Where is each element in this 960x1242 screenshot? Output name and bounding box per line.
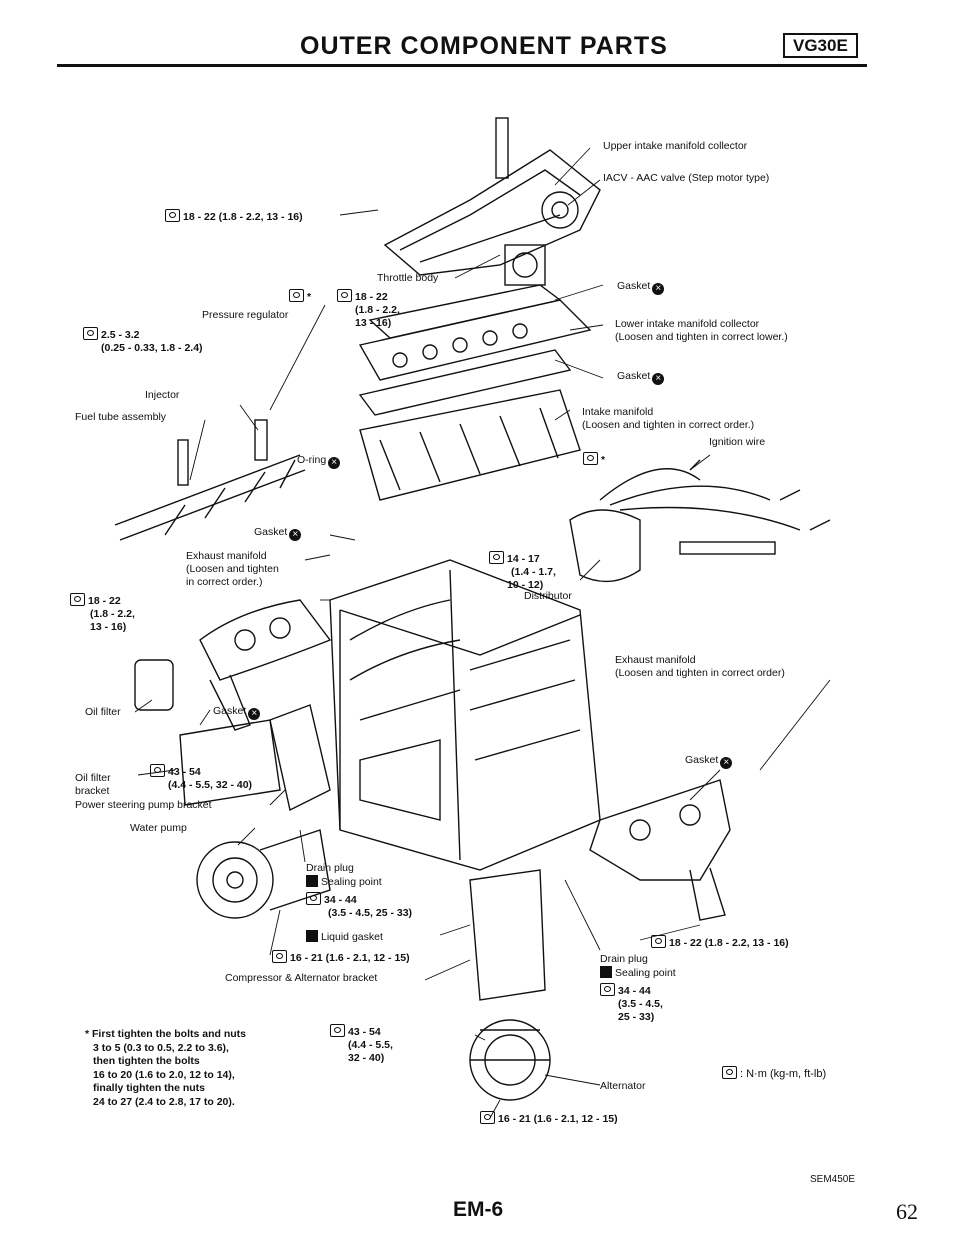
label-gasket-lower: Gasket× bbox=[617, 370, 665, 385]
torque-wrench-icon bbox=[600, 983, 615, 996]
torque-wrench-icon bbox=[165, 209, 180, 222]
page-title: OUTER COMPONENT PARTS bbox=[300, 32, 668, 60]
label-torque-throttle: 18 - 22 (1.8 - 2.2, 13 - 16) bbox=[337, 289, 400, 330]
label-torque-upper: 18 - 22 (1.8 - 2.2, 13 - 16) bbox=[165, 209, 303, 224]
torque-wrench-icon bbox=[306, 892, 321, 905]
label-lower-collector: Lower intake manifold collector (Loosen … bbox=[615, 318, 788, 343]
figure-code: SEM450E bbox=[810, 1174, 856, 1185]
sealing-point-icon bbox=[600, 966, 612, 978]
label-gasket-exhaust-right: Gasket× bbox=[685, 754, 733, 769]
label-gasket-oil: Gasket× bbox=[213, 705, 261, 720]
header-rule bbox=[57, 64, 867, 67]
label-ignition-wire: Ignition wire bbox=[709, 436, 766, 448]
sealing-point-icon bbox=[306, 875, 318, 887]
liquid-gasket-icon bbox=[306, 930, 318, 942]
replace-part-icon: × bbox=[720, 757, 733, 769]
label-injector: Injector bbox=[145, 389, 180, 401]
label-compressor-bracket: Compressor & Alternator bracket bbox=[225, 972, 378, 984]
label-drain-plug: Drain plug Sealing point bbox=[306, 862, 382, 888]
replace-part-icon: × bbox=[248, 708, 261, 720]
tightening-note: * First tighten the bolts and nuts 3 to … bbox=[85, 1028, 246, 1108]
label-exhaust-right: Exhaust manifold (Loosen and tighten in … bbox=[615, 654, 785, 679]
label-torque-alternator: 43 - 54 (4.4 - 5.5, 32 - 40) bbox=[330, 1024, 393, 1065]
label-gasket-exhaust: Gasket× bbox=[254, 526, 302, 541]
label-star-torque: * bbox=[289, 289, 311, 304]
label-o-ring: O-ring× bbox=[297, 454, 341, 469]
label-torque-distributor: 14 - 17 (1.4 - 1.7, 10 - 12) bbox=[489, 551, 556, 592]
torque-wrench-icon bbox=[722, 1066, 737, 1079]
units-legend: : N·m (kg-m, ft-lb) bbox=[722, 1066, 826, 1080]
replace-part-icon: × bbox=[289, 529, 302, 541]
label-oil-filter: Oil filter bbox=[85, 706, 121, 718]
torque-wrench-icon bbox=[330, 1024, 345, 1037]
label-fuel-tube: Fuel tube assembly bbox=[75, 411, 167, 423]
label-pressure-regulator: Pressure regulator bbox=[202, 309, 289, 321]
label-torque-bracket: 43 - 54 (4.4 - 5.5, 32 - 40) bbox=[150, 764, 252, 792]
label-gasket-upper: Gasket× bbox=[617, 280, 665, 295]
torque-wrench-icon bbox=[150, 764, 165, 777]
torque-wrench-icon bbox=[289, 289, 304, 302]
label-drain-plug-right: Drain plug Sealing point bbox=[600, 953, 676, 979]
label-intake-manifold: Intake manifold (Loosen and tighten in c… bbox=[582, 406, 755, 431]
label-torque-bottom: 16 - 21 (1.6 - 2.1, 12 - 15) bbox=[480, 1111, 618, 1126]
label-torque-pressure: 2.5 - 3.2 (0.25 - 0.33, 1.8 - 2.4) bbox=[83, 327, 203, 355]
label-oil-filter-bracket: Oil filter bracket bbox=[75, 772, 111, 797]
label-torque-16-21: 16 - 21 (1.6 - 2.1, 12 - 15) bbox=[272, 950, 410, 965]
label-water-pump: Water pump bbox=[130, 822, 187, 834]
label-ps-bracket: Power steering pump bracket bbox=[75, 799, 212, 811]
replace-part-icon: × bbox=[652, 373, 665, 385]
replace-part-icon: × bbox=[328, 457, 341, 469]
torque-wrench-icon bbox=[83, 327, 98, 340]
label-torque-drain-right: 34 - 44 (3.5 - 4.5, 25 - 33) bbox=[600, 983, 663, 1024]
label-iacv: IACV - AAC valve (Step motor type) bbox=[603, 172, 770, 184]
replace-part-icon: × bbox=[652, 283, 665, 295]
label-upper-collector: Upper intake manifold collector bbox=[603, 140, 748, 152]
page-code: EM-6 bbox=[453, 1198, 504, 1221]
torque-wrench-icon bbox=[489, 551, 504, 564]
label-distributor: Distributor bbox=[524, 590, 572, 602]
label-exhaust-left: Exhaust manifold (Loosen and tighten in … bbox=[186, 550, 279, 588]
torque-wrench-icon bbox=[272, 950, 287, 963]
torque-wrench-icon bbox=[70, 593, 85, 606]
label-torque-exhaust-left: 18 - 22 (1.8 - 2.2, 13 - 16) bbox=[70, 593, 135, 634]
torque-wrench-icon bbox=[651, 935, 666, 948]
label-alternator: Alternator bbox=[600, 1080, 646, 1092]
label-torque-right: 18 - 22 (1.8 - 2.2, 13 - 16) bbox=[651, 935, 789, 950]
label-liquid-gasket: Liquid gasket bbox=[306, 930, 383, 944]
label-torque-drain: 34 - 44 (3.5 - 4.5, 25 - 33) bbox=[306, 892, 412, 920]
torque-wrench-icon bbox=[583, 452, 598, 465]
label-star-torque-2: * bbox=[583, 452, 605, 467]
torque-wrench-icon bbox=[480, 1111, 495, 1124]
engine-badge: VG30E bbox=[783, 33, 858, 58]
label-throttle-body: Throttle body bbox=[377, 272, 439, 284]
torque-wrench-icon bbox=[337, 289, 352, 302]
page-number: 62 bbox=[896, 1199, 918, 1224]
